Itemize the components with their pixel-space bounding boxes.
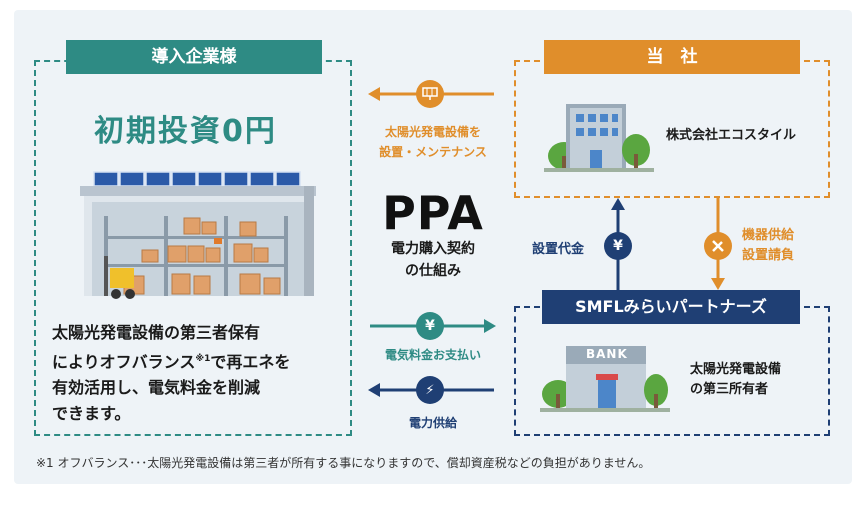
- solar-panels: [93, 171, 301, 187]
- ppa-subtitle: 電力購入契約 の仕組み: [391, 241, 475, 279]
- client-description: 太陽光発電設備の第三者保有 によりオフバランス※1で再エネを 有効活用し、電気料…: [52, 320, 342, 427]
- owner-header: SMFLみらいパートナーズ: [542, 290, 800, 324]
- payment-label: 電気料金お支払い: [384, 348, 481, 362]
- client-desc-line4: できます。: [52, 404, 131, 424]
- yen-icon-install-fee: ¥: [604, 232, 632, 260]
- install-fee-label: 設置代金: [532, 242, 585, 257]
- tools-icon: [704, 232, 732, 260]
- solar-panel-icon: [416, 80, 444, 108]
- ppa-title: PPA: [382, 186, 484, 240]
- footnote: ※1 オフバランス･･･太陽光発電設備は第三者が所有する事になりますので、償却資…: [36, 456, 651, 470]
- supply-label: 電力供給: [408, 416, 457, 430]
- client-desc-line1: 太陽光発電設備の第三者保有: [52, 323, 261, 342]
- bank-sign: BANK: [586, 347, 628, 361]
- client-header: 導入企業様: [66, 40, 322, 74]
- footnote-ref: ※1: [195, 354, 211, 364]
- company-name: 株式会社エコスタイル: [666, 128, 797, 143]
- client-desc-line3: 有効活用し、電気料金を削減: [52, 378, 261, 398]
- owner-desc-line1: 太陽光発電設備: [690, 362, 782, 377]
- bank-building-illustration: [540, 346, 670, 412]
- forklift: [104, 256, 135, 299]
- client-desc-line2: によりオフバランス※1で再エネを: [52, 352, 291, 372]
- zero-investment-title: 初期投資0円: [94, 114, 277, 149]
- owner-description: 太陽光発電設備 の第三所有者: [690, 360, 781, 400]
- yen-icon: ¥: [416, 312, 444, 340]
- owner-desc-line2: の第三所有者: [690, 382, 769, 397]
- lightning-bolt-icon: ⚡: [416, 376, 444, 404]
- equipment-label: 機器供給 設置請負: [742, 228, 795, 263]
- office-building-illustration: [544, 104, 654, 172]
- company-header: 当 社: [544, 40, 800, 74]
- install-label: 太陽光発電設備を 設置・メンテナンス: [379, 125, 487, 159]
- warehouse-illustration: [80, 171, 316, 299]
